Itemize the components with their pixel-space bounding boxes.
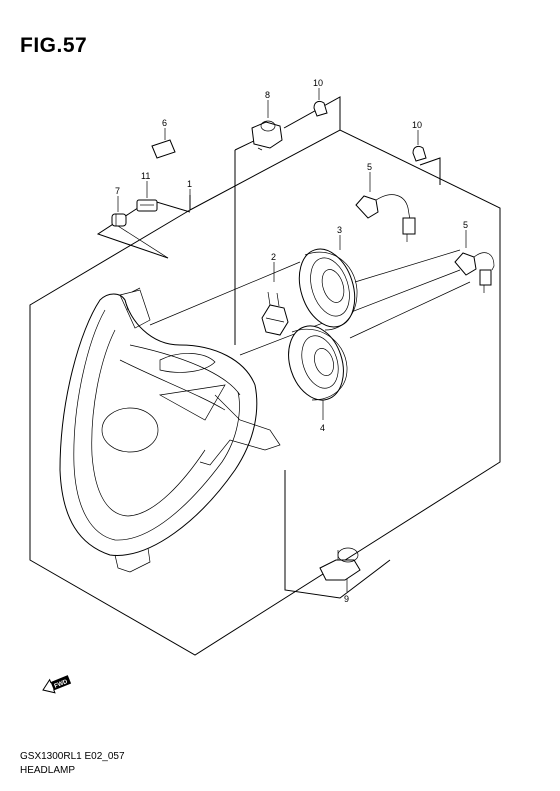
label-part-6 [151,139,176,159]
callout-5-left: 5 [367,162,372,172]
lens-cover-part-3 [298,248,358,331]
callout-5-right: 5 [463,220,468,230]
callout-10-upper: 10 [313,78,323,88]
callout-9: 9 [344,594,349,604]
headlamp-housing [59,287,281,573]
socket-part-2 [261,291,289,336]
figure-title: FIG.57 [20,34,88,57]
diagram-name: HEADLAMP [20,765,76,776]
socket-wire-part-5-right [454,252,495,293]
lens-cover-part-4 [288,325,348,401]
callout-11: 11 [141,171,150,181]
bulb-part-10-right [412,145,427,162]
callout-labels: 1 2 3 4 5 5 6 7 8 9 10 10 11 [115,78,468,604]
leader-lines [117,88,471,592]
callout-7: 7 [115,186,120,196]
callout-1: 1 [187,179,192,189]
diagram-code: GSX1300RL1 E02_057 [20,751,125,762]
socket-wire-part-5-left [355,194,416,242]
bulb-part-8 [251,120,283,151]
bulb-part-9 [319,547,361,581]
fwd-arrow-icon: FWD [42,675,72,694]
callout-4: 4 [320,423,325,433]
bulb-part-10-upper [313,100,328,117]
callout-2: 2 [271,252,276,262]
screw-part-11 [136,199,158,212]
callout-6: 6 [162,118,167,128]
callout-3: 3 [337,225,342,235]
callout-10-right: 10 [412,120,422,130]
grommet-part-7 [111,213,127,227]
bulb-bracket-lower [284,470,391,599]
assembly-frame [29,129,501,656]
bulb-bracket-right [419,157,441,185]
callout-8: 8 [265,90,270,100]
fwd-label: FWD [54,679,70,690]
